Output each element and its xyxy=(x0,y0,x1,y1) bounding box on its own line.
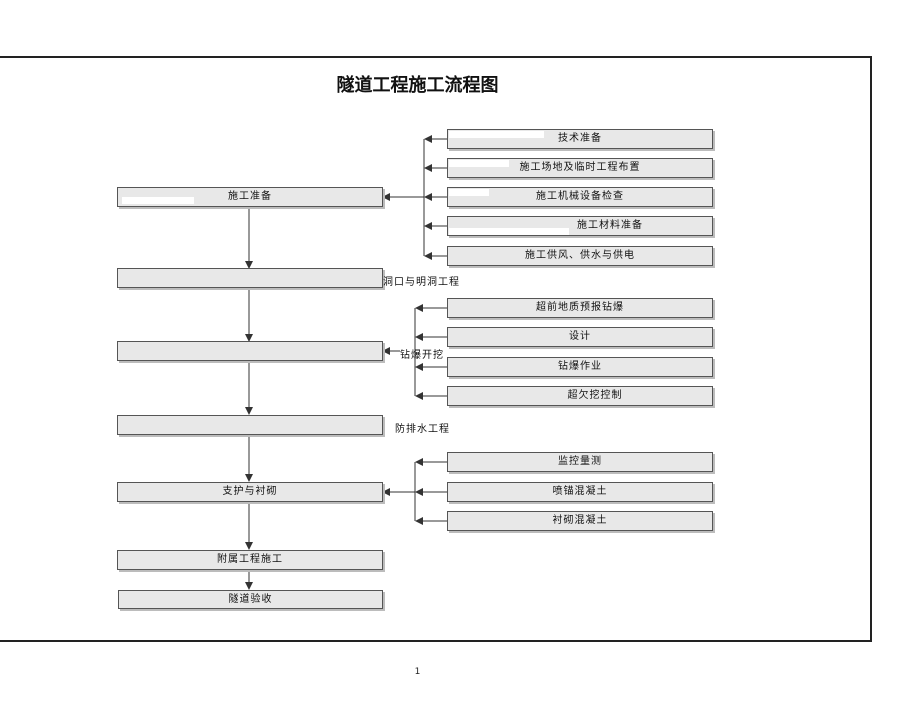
item-label: 监控量测 xyxy=(558,456,602,467)
item-label: 钻爆作业 xyxy=(558,361,602,372)
prep-technical: 技术准备 xyxy=(447,129,713,149)
step-portal xyxy=(117,268,383,288)
exc-overbreak-control: 超欠挖控制 xyxy=(447,386,713,406)
prep-utilities: 施工供风、供水与供电 xyxy=(447,246,713,266)
step-label: 附属工程施工 xyxy=(217,554,283,565)
step-label: 隧道验收 xyxy=(228,594,273,605)
exc-design: 设计 xyxy=(447,327,713,347)
exc-blasting: 钻爆作业 xyxy=(447,357,713,377)
item-label: 施工机械设备检查 xyxy=(536,191,624,202)
item-label: 技术准备 xyxy=(558,133,602,144)
diagram-title: 隧道工程施工流程图 xyxy=(336,75,499,96)
sup-shotcrete: 喷锚混凝土 xyxy=(447,482,713,502)
step-label: 支护与衬砌 xyxy=(222,486,278,497)
step-acceptance: 隧道验收 xyxy=(118,590,383,609)
sup-monitoring: 监控量测 xyxy=(447,452,713,472)
item-label: 施工材料准备 xyxy=(577,220,643,231)
label-drainage: 防排水工程 xyxy=(395,424,450,435)
step-label: 施工准备 xyxy=(228,191,272,202)
item-label: 施工场地及临时工程布置 xyxy=(519,162,641,173)
item-label: 超前地质预报钻爆 xyxy=(536,302,624,313)
step-drainage xyxy=(117,415,383,435)
step-auxiliary-works: 附属工程施工 xyxy=(117,550,383,570)
label-portal: 洞口与明洞工程 xyxy=(383,277,460,288)
page-frame xyxy=(0,56,872,642)
item-label: 喷锚混凝土 xyxy=(552,486,608,497)
item-label: 施工供风、供水与供电 xyxy=(525,250,635,261)
prep-materials: 施工材料准备 xyxy=(447,216,713,236)
item-label: 衬砌混凝土 xyxy=(552,515,608,526)
step-construction-preparation: 施工准备 xyxy=(117,187,383,207)
page-number: 1 xyxy=(414,667,421,677)
prep-site-layout: 施工场地及临时工程布置 xyxy=(447,158,713,178)
prep-equipment-check: 施工机械设备检查 xyxy=(447,187,713,207)
sup-lining-concrete: 衬砌混凝土 xyxy=(447,511,713,531)
label-excavation: 钻爆开挖 xyxy=(400,350,444,361)
step-support-lining: 支护与衬砌 xyxy=(117,482,383,502)
item-label: 设计 xyxy=(569,331,591,342)
item-label: 超欠挖控制 xyxy=(567,390,623,401)
step-excavation xyxy=(117,341,383,361)
exc-geological-forecast: 超前地质预报钻爆 xyxy=(447,298,713,318)
